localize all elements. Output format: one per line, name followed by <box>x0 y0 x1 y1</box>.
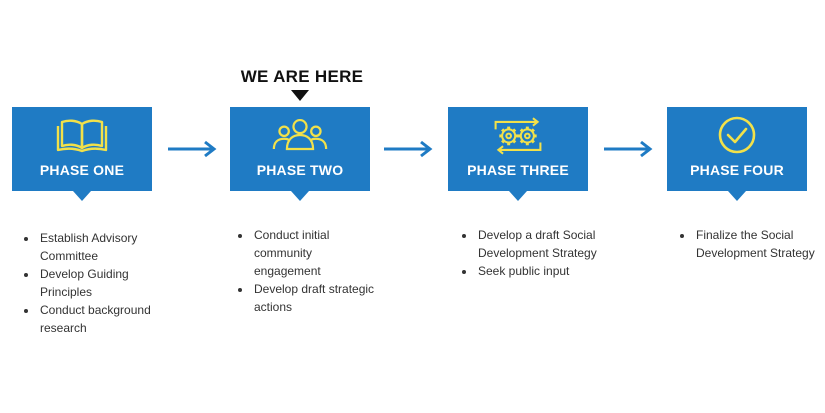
phase-one-title: PHASE ONE <box>39 162 125 178</box>
phase-three-box: PHASE THREE <box>448 107 588 201</box>
phase-two-box: PHASE TWO <box>230 107 370 201</box>
list-item: Conduct background research <box>38 301 163 337</box>
list-item: Establish Advisory Committee <box>38 229 163 265</box>
people-group-icon <box>272 115 328 155</box>
phase-three-task-list: Develop a draft Social Development Strat… <box>460 226 601 280</box>
phase-two-title: PHASE TWO <box>256 162 344 178</box>
flow-arrow-right-icon <box>604 140 653 158</box>
phase-one-box: PHASE ONE <box>12 107 152 201</box>
flow-arrow-right-icon <box>384 140 433 158</box>
checkmark-circle-icon <box>709 115 765 155</box>
list-item: Finalize the Social Development Strategy <box>694 226 819 262</box>
list-item: Develop a draft Social Development Strat… <box>476 226 601 262</box>
we-are-here-label: WE ARE HERE <box>240 67 364 86</box>
phase-three-title: PHASE THREE <box>467 162 569 178</box>
list-item: Seek public input <box>476 262 601 280</box>
flow-arrow-right-icon <box>168 140 217 158</box>
list-item: Develop draft strategic actions <box>252 280 377 316</box>
phase-four-title: PHASE FOUR <box>690 162 784 178</box>
phase-two-task-list: Conduct initial community engagement Dev… <box>236 226 377 316</box>
list-item: Develop Guiding Principles <box>38 265 163 301</box>
gears-cycle-icon <box>490 115 546 155</box>
phase-four-box: PHASE FOUR <box>667 107 807 201</box>
phase-one-task-list: Establish Advisory Committee Develop Gui… <box>22 229 163 337</box>
current-phase-pointer <box>291 90 309 101</box>
phase-four-task-list: Finalize the Social Development Strategy <box>678 226 819 262</box>
open-book-icon <box>54 115 110 155</box>
list-item: Conduct initial community engagement <box>252 226 377 280</box>
